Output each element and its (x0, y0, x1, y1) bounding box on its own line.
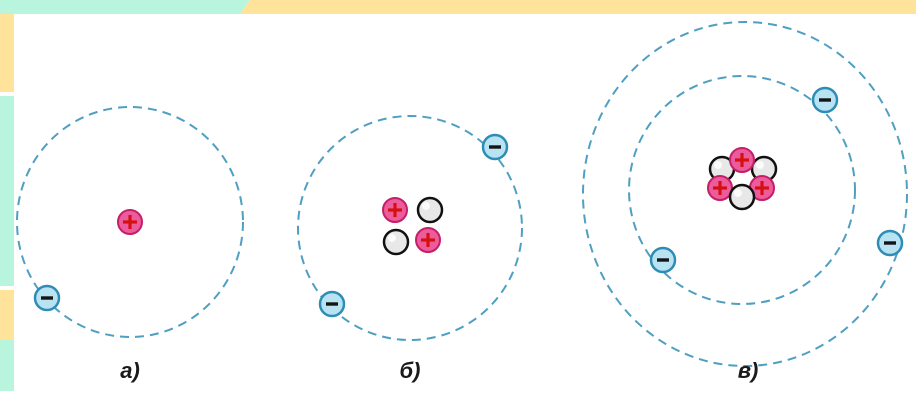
plus-vertical (393, 203, 397, 217)
minus-sign-icon (326, 302, 338, 306)
proton (382, 197, 408, 223)
neutron (416, 196, 444, 224)
orbit-c-outer (582, 21, 908, 367)
neutron-body (416, 196, 444, 224)
minus-sign-icon (819, 98, 831, 102)
proton (117, 209, 143, 235)
electron (811, 86, 839, 114)
frame-left-yellow-2 (0, 290, 14, 340)
neutron-highlight (734, 189, 742, 197)
neutron (382, 228, 410, 256)
frame-left-green (0, 96, 14, 286)
neutron-body (382, 228, 410, 256)
plus-vertical (718, 181, 722, 195)
neutron-body (728, 183, 756, 211)
frame-top-yellow (240, 0, 916, 14)
minus-sign-icon (884, 241, 896, 245)
proton (729, 147, 755, 173)
plus-vertical (740, 153, 744, 167)
electron (876, 229, 904, 257)
neutron-highlight (422, 202, 430, 210)
orbit-b (297, 115, 523, 341)
neutron (750, 155, 778, 183)
neutron-highlight (388, 234, 396, 242)
frame-left-green-2 (0, 340, 14, 391)
electron (649, 246, 677, 274)
electron (481, 133, 509, 161)
neutron (728, 183, 756, 211)
frame-top-green (0, 0, 250, 14)
proton (707, 175, 733, 201)
minus-sign-icon (657, 258, 669, 262)
caption-atom-a: а) (120, 358, 140, 383)
plus-vertical (128, 215, 132, 229)
plus-vertical (760, 181, 764, 195)
minus-sign-icon (41, 296, 53, 300)
caption-atom-b: б) (399, 358, 421, 383)
electron (318, 290, 346, 318)
electron (33, 284, 61, 312)
orbit-c-inner (628, 75, 856, 305)
frame-left-yellow-1 (0, 14, 14, 92)
orbit-a (16, 106, 244, 338)
minus-sign-icon (489, 145, 501, 149)
neutron-highlight (714, 161, 722, 169)
neutron-highlight (756, 161, 764, 169)
caption-atom-c: в) (737, 358, 759, 383)
proton (415, 227, 441, 253)
plus-vertical (426, 233, 430, 247)
